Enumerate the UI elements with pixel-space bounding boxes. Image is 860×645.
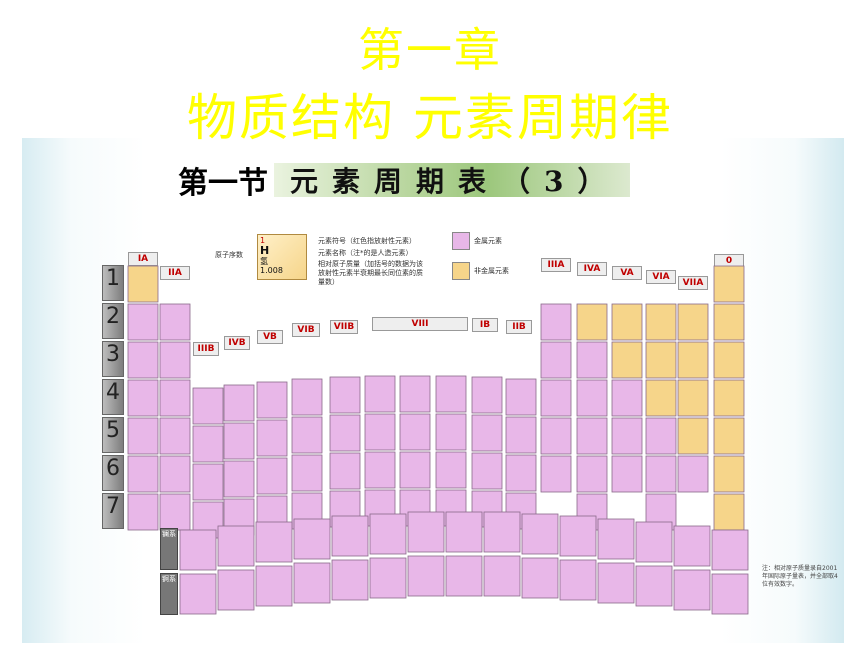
slide-title: 物质结构 元素周期律 — [187, 89, 673, 147]
group-label: IVA — [577, 262, 607, 276]
period-label: 1 — [102, 265, 124, 301]
section-heading: 第一节 元素周期表 （3） — [178, 160, 630, 201]
chapter-title: 第一章 — [358, 23, 502, 77]
period-label: 6 — [102, 455, 124, 491]
legend-name-label: 元素名称（注*的是人造元素） — [318, 249, 413, 257]
slide-background — [22, 138, 844, 643]
legend-sample-number: 1 — [260, 236, 266, 245]
legend-nonmetal-swatch — [452, 262, 470, 280]
group-label: VIII — [372, 317, 468, 331]
period-label: 5 — [102, 417, 124, 453]
legend-number-label: 原子序数 — [215, 251, 243, 259]
footnote: 注：相对原子质量录自2001年国际原子量表，并全部取4位有效数字。 — [762, 565, 838, 588]
group-label: VA — [612, 266, 642, 280]
group-label: IIA — [160, 266, 190, 280]
period-label: 3 — [102, 341, 124, 377]
period-label: 2 — [102, 303, 124, 339]
legend-symbol-label: 元素符号（红色指放射性元素） — [318, 237, 416, 245]
group-label: IB — [472, 318, 498, 332]
period-label: 7 — [102, 493, 124, 529]
legend-metal-swatch — [452, 232, 470, 250]
group-label: VIIB — [330, 320, 358, 334]
lanthanide-label: 镧系 — [160, 528, 178, 570]
group-label: VIIA — [678, 276, 708, 290]
legend-nonmetal-label: 非金属元素 — [474, 267, 509, 275]
actinide-label: 锕系 — [160, 573, 178, 615]
legend-sample-mass: 1.008 — [260, 266, 283, 275]
group-label: 0 — [714, 254, 744, 268]
legend-mass-label: 相对原子质量（加括号的数据为该放射性元素半衰期最长同位素的质量数） — [318, 260, 423, 286]
group-label: IVB — [224, 336, 250, 350]
group-label: VIA — [646, 270, 676, 284]
legend-sample-cell: 1 H 氢 1.008 — [257, 234, 307, 280]
group-label: IIIA — [541, 258, 571, 272]
section-number: （3） — [502, 165, 620, 198]
section-banner: 元素周期表 （3） — [274, 163, 630, 198]
group-label: IIB — [506, 320, 532, 334]
legend-sample-symbol: H — [260, 244, 270, 257]
period-label: 4 — [102, 379, 124, 415]
section-banner-text: 元素周期表 — [290, 165, 501, 198]
group-label: VIB — [292, 323, 320, 337]
section-lead: 第一节 — [178, 166, 268, 201]
group-label: IA — [128, 252, 158, 266]
legend-metal-label: 金属元素 — [474, 237, 502, 245]
group-label: VB — [257, 330, 283, 344]
legend-sample-name: 氢 — [260, 257, 268, 266]
group-label: IIIB — [193, 342, 219, 356]
